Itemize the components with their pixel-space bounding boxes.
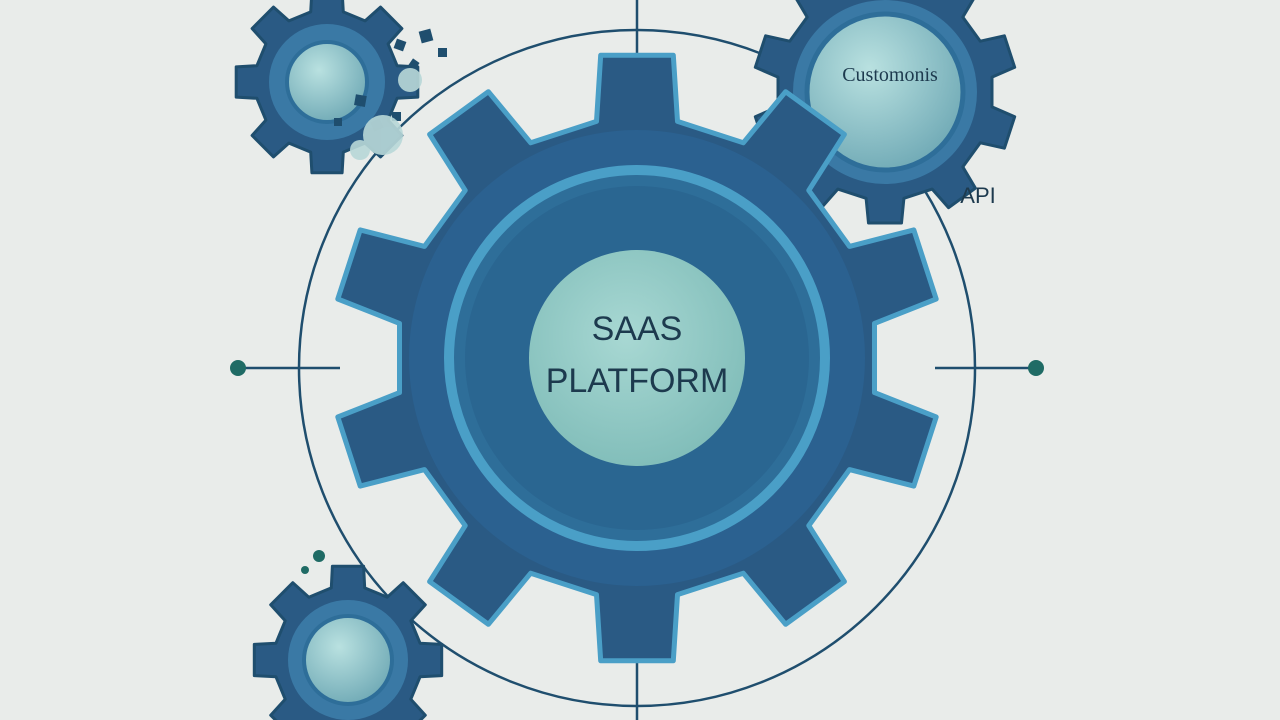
api-label: API bbox=[960, 183, 995, 208]
customers-label: Customonis bbox=[842, 64, 938, 86]
platform-label-line1: SAAS bbox=[592, 310, 683, 348]
orbit-ring-group bbox=[230, 0, 1044, 720]
node-dot-left bbox=[230, 360, 246, 376]
platform-label-line2: PLATFORM bbox=[546, 362, 729, 400]
customers-hub bbox=[804, 11, 966, 173]
gear-saas-platform: SAAS PLATFORM bbox=[335, 52, 939, 664]
gear-top-left bbox=[234, 0, 447, 175]
platform-hub bbox=[529, 250, 745, 466]
gear-bottom-left bbox=[252, 550, 444, 720]
node-dot-right bbox=[1028, 360, 1044, 376]
floating-dot-b bbox=[301, 566, 309, 574]
floating-dot-a bbox=[313, 550, 325, 562]
